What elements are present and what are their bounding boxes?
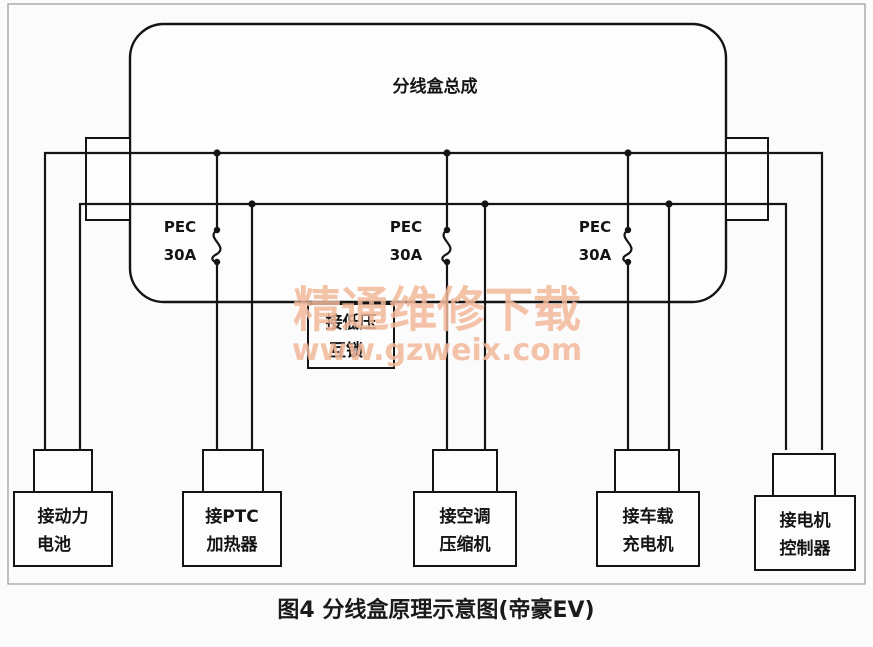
connector-charger-line1: 接车载	[623, 506, 674, 527]
fuse-icon	[211, 229, 222, 264]
positive-busbar	[43, 151, 824, 450]
fuse-icon	[441, 229, 452, 264]
left-terminal-tab	[85, 137, 131, 221]
connector-ptc-line1: 接PTC	[205, 506, 259, 527]
connector-bodies	[13, 491, 856, 571]
connector-charger-line2: 充电机	[623, 534, 674, 555]
fuse-label: PEC	[579, 218, 611, 236]
figure-frame	[7, 3, 866, 585]
connector-ptc-line2: 加热器	[206, 534, 259, 555]
fuse-rating: 30A	[579, 246, 612, 264]
fuse-rating: 30A	[390, 246, 423, 264]
branch-wires	[215, 153, 671, 450]
connector-motor-line1: 接电机	[780, 510, 831, 531]
fuse-rating: 30A	[164, 246, 197, 264]
interlock-label-line2: 互锁	[329, 340, 363, 361]
figure-caption: 图4 分线盒原理示意图(帝豪EV)	[277, 597, 594, 623]
watermark-url: www.gzweix.com	[292, 333, 582, 368]
connector-motor-line2: 控制器	[780, 538, 832, 559]
busbars	[43, 151, 824, 450]
interlock-connector	[307, 303, 395, 369]
negative-busbar	[78, 202, 788, 450]
connector-battery-line1: 接动力	[38, 506, 89, 527]
fuse-icon	[622, 229, 633, 264]
connector-battery-line2: 电池	[37, 534, 71, 555]
fuse-label: PEC	[390, 218, 422, 236]
connector-compressor-line2: 压缩机	[440, 534, 491, 555]
junction-box-title: 分线盒总成	[393, 76, 478, 97]
right-terminal-tab	[725, 137, 769, 221]
fuse-symbols	[211, 229, 633, 264]
connector-compressor-line1: 接空调	[440, 506, 491, 527]
interlock-label-line1: 接低压	[326, 312, 377, 333]
watermark-title: 精通维修下载	[293, 282, 581, 338]
connector-plugs	[33, 449, 836, 497]
fuse-label: PEC	[164, 218, 196, 236]
